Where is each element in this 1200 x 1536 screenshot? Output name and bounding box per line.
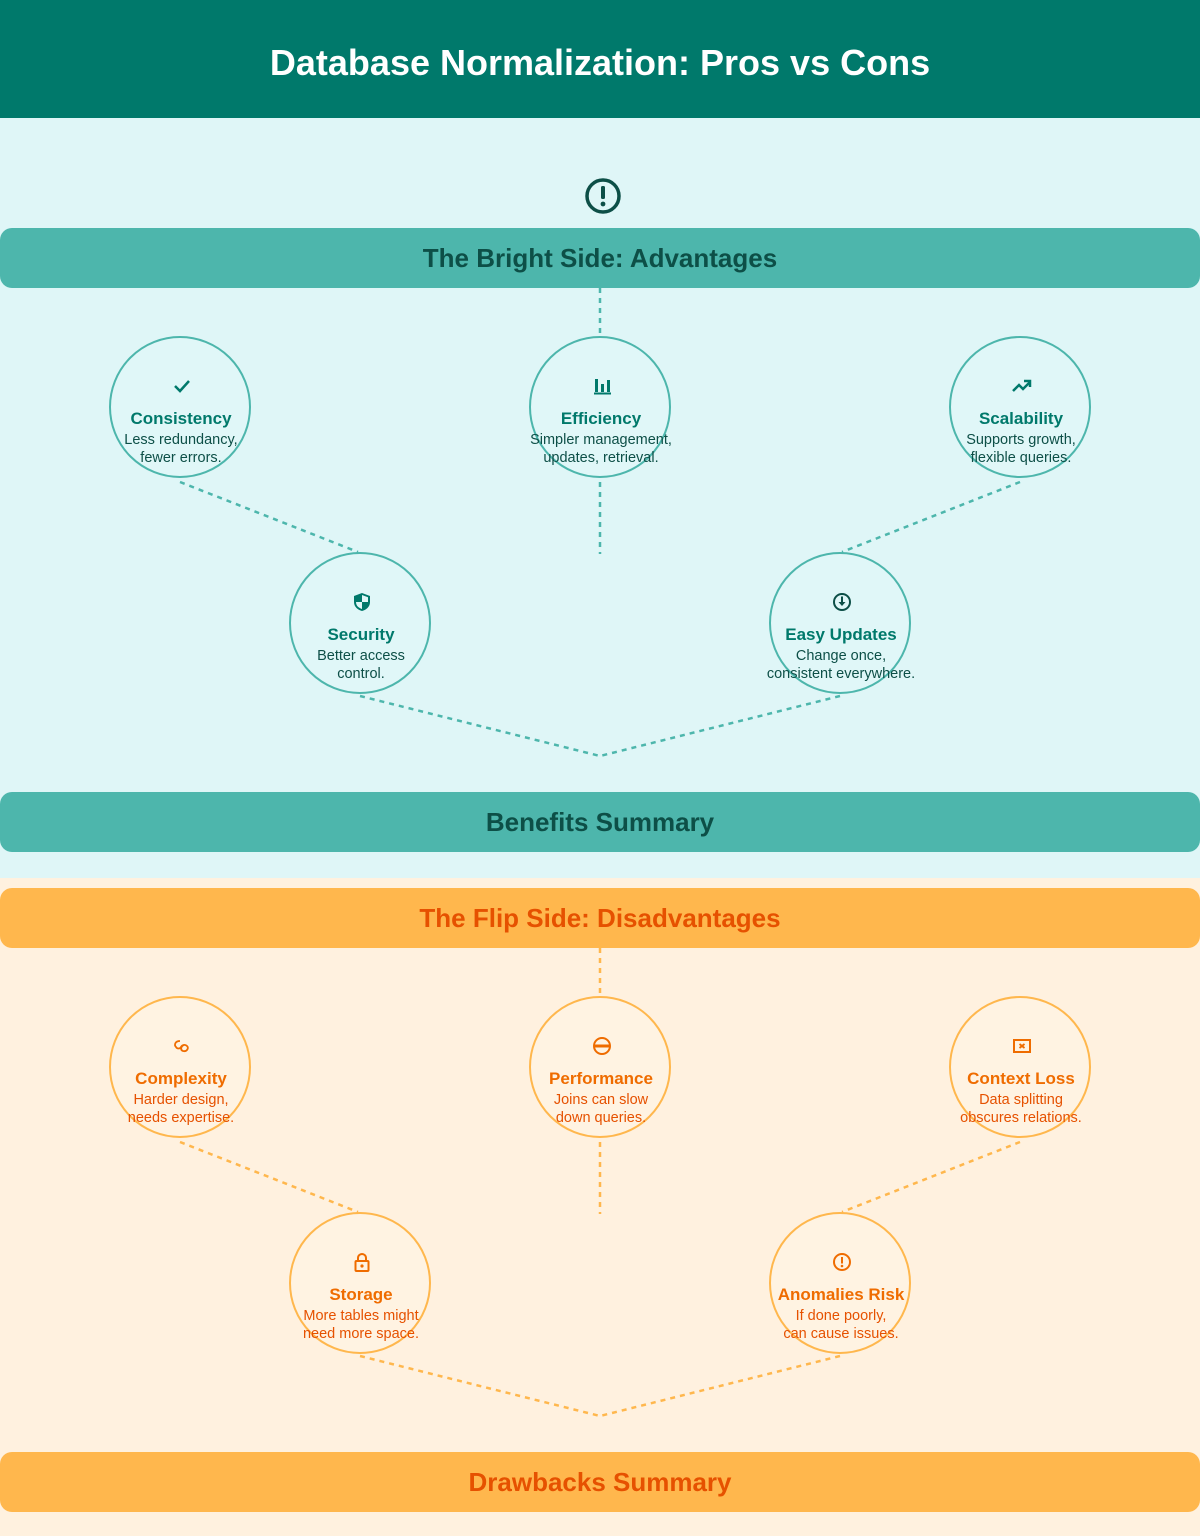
node-title: Anomalies Risk xyxy=(777,1285,905,1304)
node-description: Simpler management, updates, retrieval. xyxy=(530,432,672,466)
advantage-node-consistency: Consistency Less redundancy, fewer error… xyxy=(109,336,251,478)
disadvantages-heading: The Flip Side: Disadvantages xyxy=(0,888,1200,948)
page-title: Database Normalization: Pros vs Cons xyxy=(269,42,931,83)
advantage-node-security: Security Better access control. xyxy=(289,552,431,694)
bar-chart-icon xyxy=(594,379,611,395)
benefits-summary: Benefits Summary xyxy=(0,792,1200,852)
lock-icon xyxy=(354,1252,370,1272)
advantage-node-easy-updates: Easy Updates Change once, consistent eve… xyxy=(767,552,915,694)
header-banner xyxy=(0,0,1200,156)
disadvantages-connectors xyxy=(179,948,1021,1418)
node-description: Change once, consistent everywhere. xyxy=(766,648,916,682)
disadvantage-node-anomalies-risk: Anomalies Risk If done poorly, can cause… xyxy=(769,1212,911,1354)
alert-icon xyxy=(833,1253,851,1271)
drawbacks-summary: Drawbacks Summary xyxy=(0,1452,1200,1512)
node-description: More tables might need more space. xyxy=(302,1308,420,1342)
disadvantage-node-performance: Performance Joins can slow down queries. xyxy=(529,996,671,1138)
broken-image-icon xyxy=(1013,1039,1031,1053)
tangle-icon xyxy=(174,1040,189,1053)
node-title: Consistency xyxy=(130,409,232,428)
node-title: Context Loss xyxy=(967,1069,1075,1088)
check-icon xyxy=(174,380,190,393)
disadvantage-node-complexity: Complexity Harder design, needs expertis… xyxy=(109,996,251,1138)
node-description: Supports growth, flexible queries. xyxy=(966,432,1076,466)
node-title: Security xyxy=(327,625,395,644)
node-description: Data splitting obscures relations. xyxy=(960,1092,1082,1126)
node-description: Joins can slow down queries. xyxy=(553,1092,649,1126)
node-title: Scalability xyxy=(978,409,1064,428)
advantage-node-scalability: Scalability Supports growth, flexible qu… xyxy=(949,336,1091,478)
node-title: Efficiency xyxy=(560,409,642,428)
node-title: Complexity xyxy=(135,1069,227,1088)
disadvantage-node-storage: Storage More tables might need more spac… xyxy=(289,1212,431,1354)
node-description: Better access control. xyxy=(317,648,405,682)
node-title: Storage xyxy=(329,1285,393,1304)
shield-icon xyxy=(354,593,370,611)
alert-icon xyxy=(585,178,621,214)
node-description: If done poorly, can cause issues. xyxy=(783,1308,899,1342)
no-entry-icon xyxy=(593,1037,611,1055)
node-description: Harder design, needs expertise. xyxy=(127,1092,235,1126)
node-description: Less redundancy, fewer errors. xyxy=(124,432,238,466)
update-icon xyxy=(833,593,851,611)
advantages-connectors xyxy=(179,288,1021,758)
trending-up-icon xyxy=(1012,379,1032,392)
node-title: Performance xyxy=(549,1069,653,1088)
node-title: Easy Updates xyxy=(785,625,897,644)
advantage-node-efficiency: Efficiency Simpler management, updates, … xyxy=(529,336,672,478)
disadvantage-node-context-loss: Context Loss Data splitting obscures rel… xyxy=(949,996,1091,1138)
advantages-heading: The Bright Side: Advantages xyxy=(0,228,1200,288)
